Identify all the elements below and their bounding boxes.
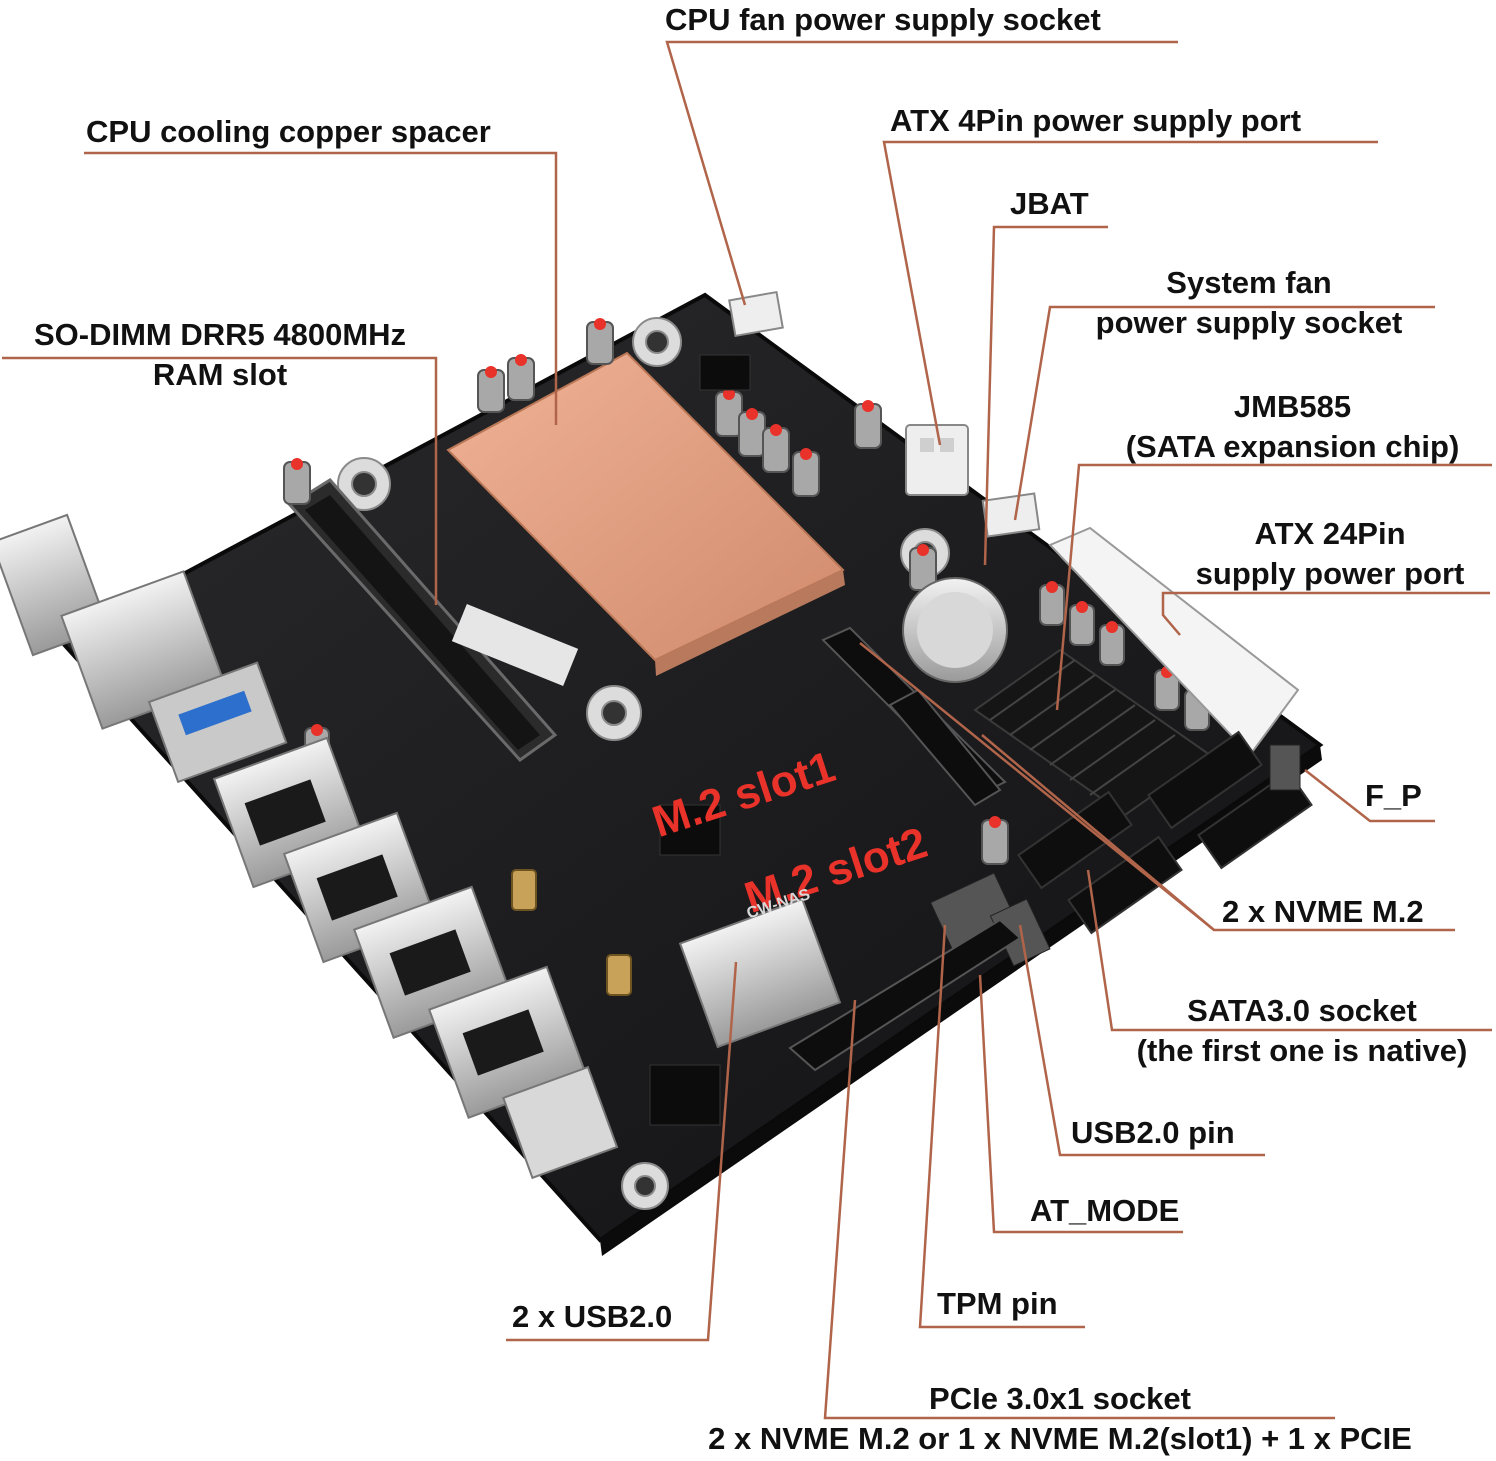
atx24-connector xyxy=(1048,526,1300,757)
sata-ports xyxy=(1017,730,1313,935)
label-pcie: PCIe 3.0x1 socket 2 x NVME M.2 or 1 x NV… xyxy=(640,1379,1480,1459)
label-sata-line1: SATA3.0 socket xyxy=(1187,993,1417,1028)
label-system-fan: System fan power supply socket xyxy=(1068,263,1430,343)
sodimm-slot xyxy=(287,478,579,762)
m2-slots xyxy=(821,626,1007,807)
label-cpu-fan: CPU fan power supply socket xyxy=(665,2,1101,37)
label-ram-line2: RAM slot xyxy=(152,357,288,392)
label-tpm: TPM pin xyxy=(937,1286,1058,1321)
sys-fan-header xyxy=(981,492,1041,538)
label-nvme: 2 x NVME M.2 xyxy=(1222,894,1424,929)
label-system-fan-line1: System fan xyxy=(1166,265,1332,300)
atx4-connector xyxy=(905,424,969,496)
leader-lines xyxy=(2,40,1492,1420)
label-sata-line2: (the first one is native) xyxy=(1136,1033,1468,1068)
label-at-mode: AT_MODE xyxy=(1030,1193,1180,1228)
standoffs xyxy=(511,869,632,996)
label-jmb585: JMB585 (SATA expansion chip) xyxy=(1095,387,1490,467)
label-atx24-line1: ATX 24Pin xyxy=(1254,516,1406,551)
label-usb-pin: USB2.0 pin xyxy=(1071,1115,1235,1150)
label-pcie-line2: 2 x NVME M.2 or 1 x NVME M.2(slot1) + 1 … xyxy=(708,1421,1412,1456)
label-usb2: 2 x USB2.0 xyxy=(512,1299,673,1334)
label-atx4: ATX 4Pin power supply port xyxy=(890,103,1302,138)
label-atx24-line2: supply power port xyxy=(1195,556,1465,591)
label-copper: CPU cooling copper spacer xyxy=(86,114,491,149)
cpu-fan-header xyxy=(728,290,784,338)
label-atx24: ATX 24Pin supply power port xyxy=(1170,514,1490,594)
label-jmb585-line1: JMB585 xyxy=(1233,389,1352,424)
label-ram-line1: SO-DIMM DRR5 4800MHz xyxy=(33,317,407,352)
rear-io xyxy=(0,513,842,1180)
label-jmb585-line2: (SATA expansion chip) xyxy=(1125,429,1460,464)
label-pcie-line1: PCIe 3.0x1 socket xyxy=(929,1381,1191,1416)
label-fp: F_P xyxy=(1365,778,1422,813)
pcie-slot xyxy=(788,918,1022,1072)
coin-battery xyxy=(902,577,1008,683)
label-jbat: JBAT xyxy=(1010,186,1089,221)
label-ram: SO-DIMM DRR5 4800MHz RAM slot xyxy=(2,315,438,395)
label-system-fan-line2: power supply socket xyxy=(1095,305,1403,340)
chips xyxy=(649,354,751,1126)
label-sata: SATA3.0 socket (the first one is native) xyxy=(1108,991,1496,1071)
jmb585-heatsink xyxy=(973,648,1212,817)
